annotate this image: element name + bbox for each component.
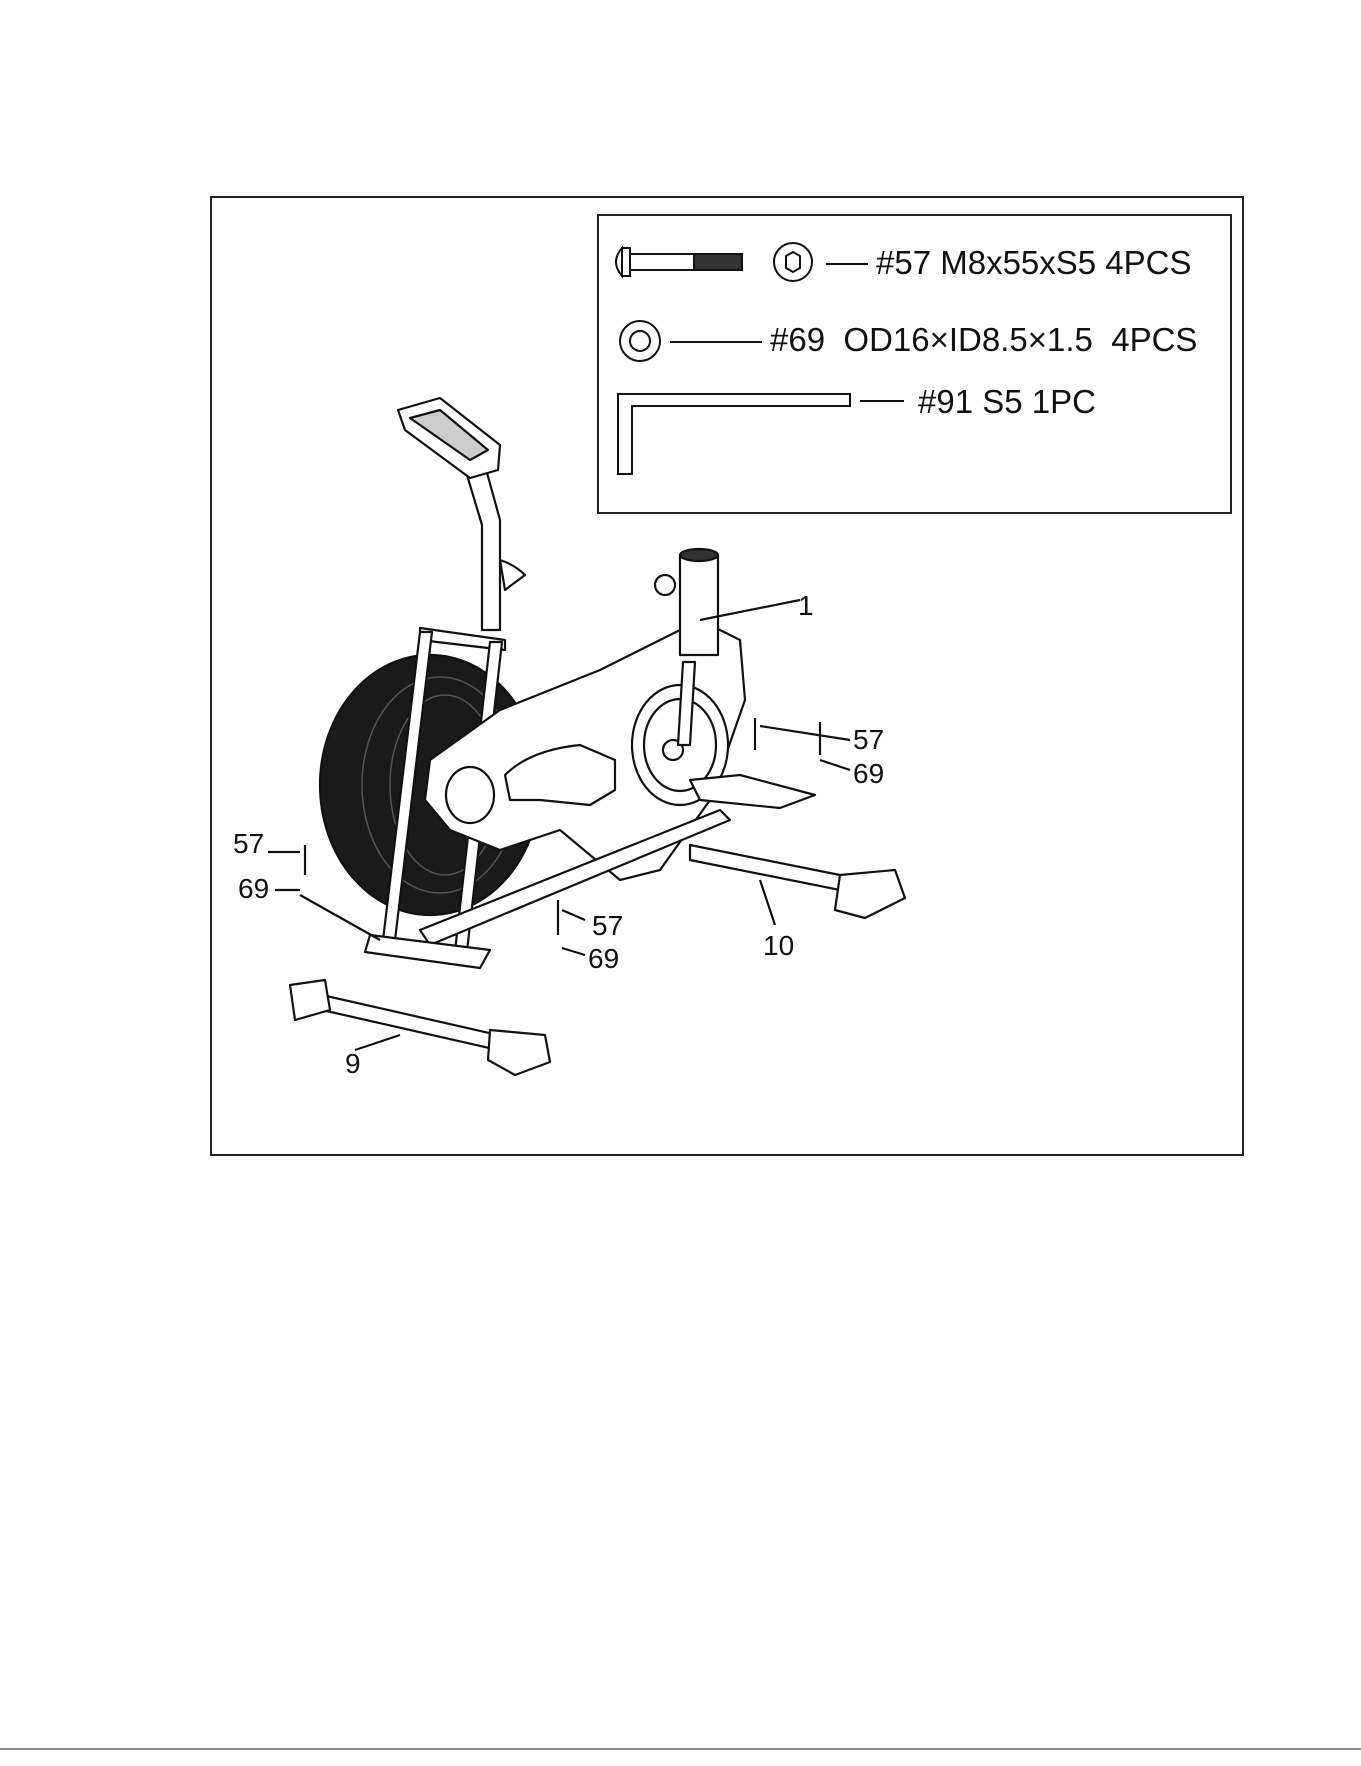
callout-washer-left: 69: [238, 875, 269, 903]
washer-icon: [620, 321, 660, 361]
bottom-rule: [0, 1748, 1361, 1761]
part-label-57: #57 M8x55xS5 4PCS: [876, 246, 1192, 279]
allen-key-icon: [618, 394, 850, 474]
callout-bolt-center: 57: [592, 912, 623, 940]
callout-washer-right: 69: [853, 760, 884, 788]
seat-post-tube: [680, 555, 718, 655]
callout-bolt-right: 57: [853, 726, 884, 754]
callout-washer-center: 69: [588, 945, 619, 973]
bolt-icon: [616, 248, 742, 276]
page-bottom-edge: [0, 1748, 1361, 1761]
callout-bolt-left: 57: [233, 830, 264, 858]
part-label-69: #69 OD16×ID8.5×1.5 4PCS: [770, 323, 1197, 356]
front-stabilizer: [300, 990, 520, 1055]
callout-front-stabilizer: 9: [345, 1050, 361, 1078]
hex-head-icon: [774, 243, 812, 281]
callout-main-frame: 1: [798, 592, 814, 620]
bike-illustration: [268, 398, 905, 1075]
callout-rear-stabilizer: 10: [763, 932, 794, 960]
part-label-91: #91 S5 1PC: [918, 385, 1096, 418]
